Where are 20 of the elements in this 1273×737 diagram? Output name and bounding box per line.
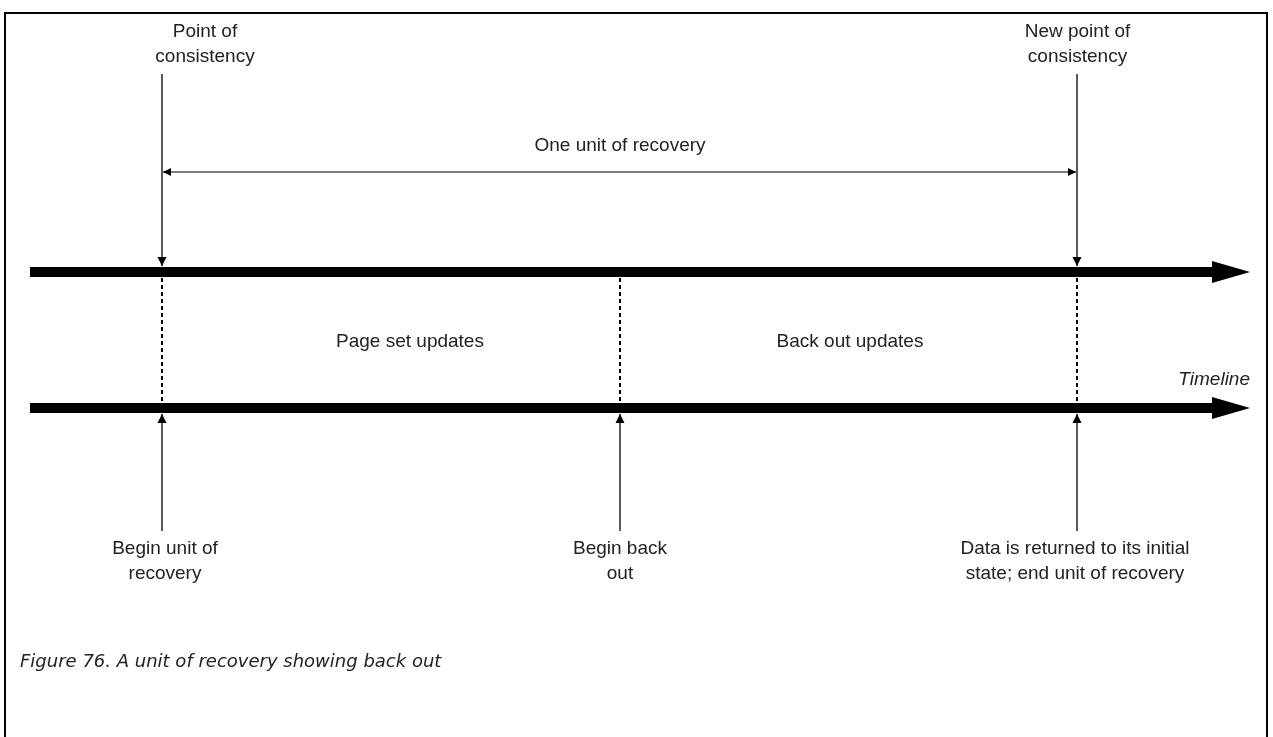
- event-label: Point of consistency: [140, 18, 270, 68]
- arrow: [615, 413, 625, 532]
- span-label: One unit of recovery: [533, 133, 707, 157]
- arrow: [1072, 413, 1082, 532]
- timeline-arrow: [30, 261, 1250, 283]
- event-label: New point of consistency: [1000, 18, 1155, 68]
- phase-label: Page set updates: [335, 329, 485, 353]
- arrow: [157, 73, 167, 267]
- figure-caption: Figure 76. A unit of recovery showing back out: [20, 649, 442, 673]
- dashed-line: [619, 277, 621, 403]
- axis-label: Timeline: [1177, 367, 1250, 391]
- event-label: Begin back out: [560, 535, 680, 585]
- phase-label: Back out updates: [775, 329, 925, 353]
- event-label: Begin unit of recovery: [90, 535, 240, 585]
- dashed-line: [1076, 277, 1078, 403]
- arrow: [157, 413, 167, 532]
- event-label: Data is returned to its initial state; end unit of recovery: [950, 535, 1200, 610]
- arrow: [1072, 73, 1082, 267]
- dashed-line: [161, 277, 163, 403]
- timeline-arrow: [30, 397, 1250, 419]
